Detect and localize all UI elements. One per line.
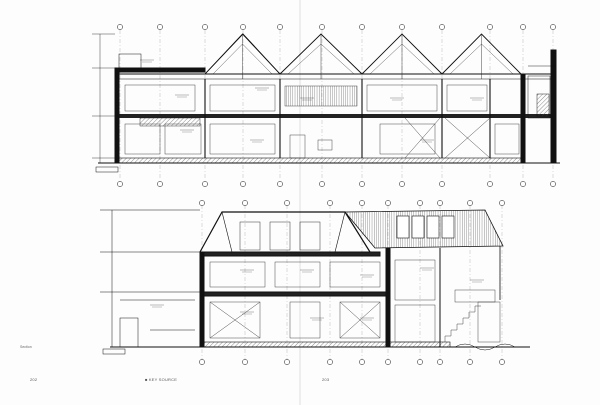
left-page-number: 202 [30, 377, 38, 382]
margin-note: Section [20, 345, 32, 349]
left-running-footer: ■ KEY SOURCE [145, 377, 178, 382]
right-page-number: 203 [322, 377, 330, 382]
upper-section-drawing [92, 24, 560, 187]
book-gutter [299, 0, 301, 405]
lower-section-drawing [100, 200, 530, 365]
right-page [300, 0, 600, 405]
